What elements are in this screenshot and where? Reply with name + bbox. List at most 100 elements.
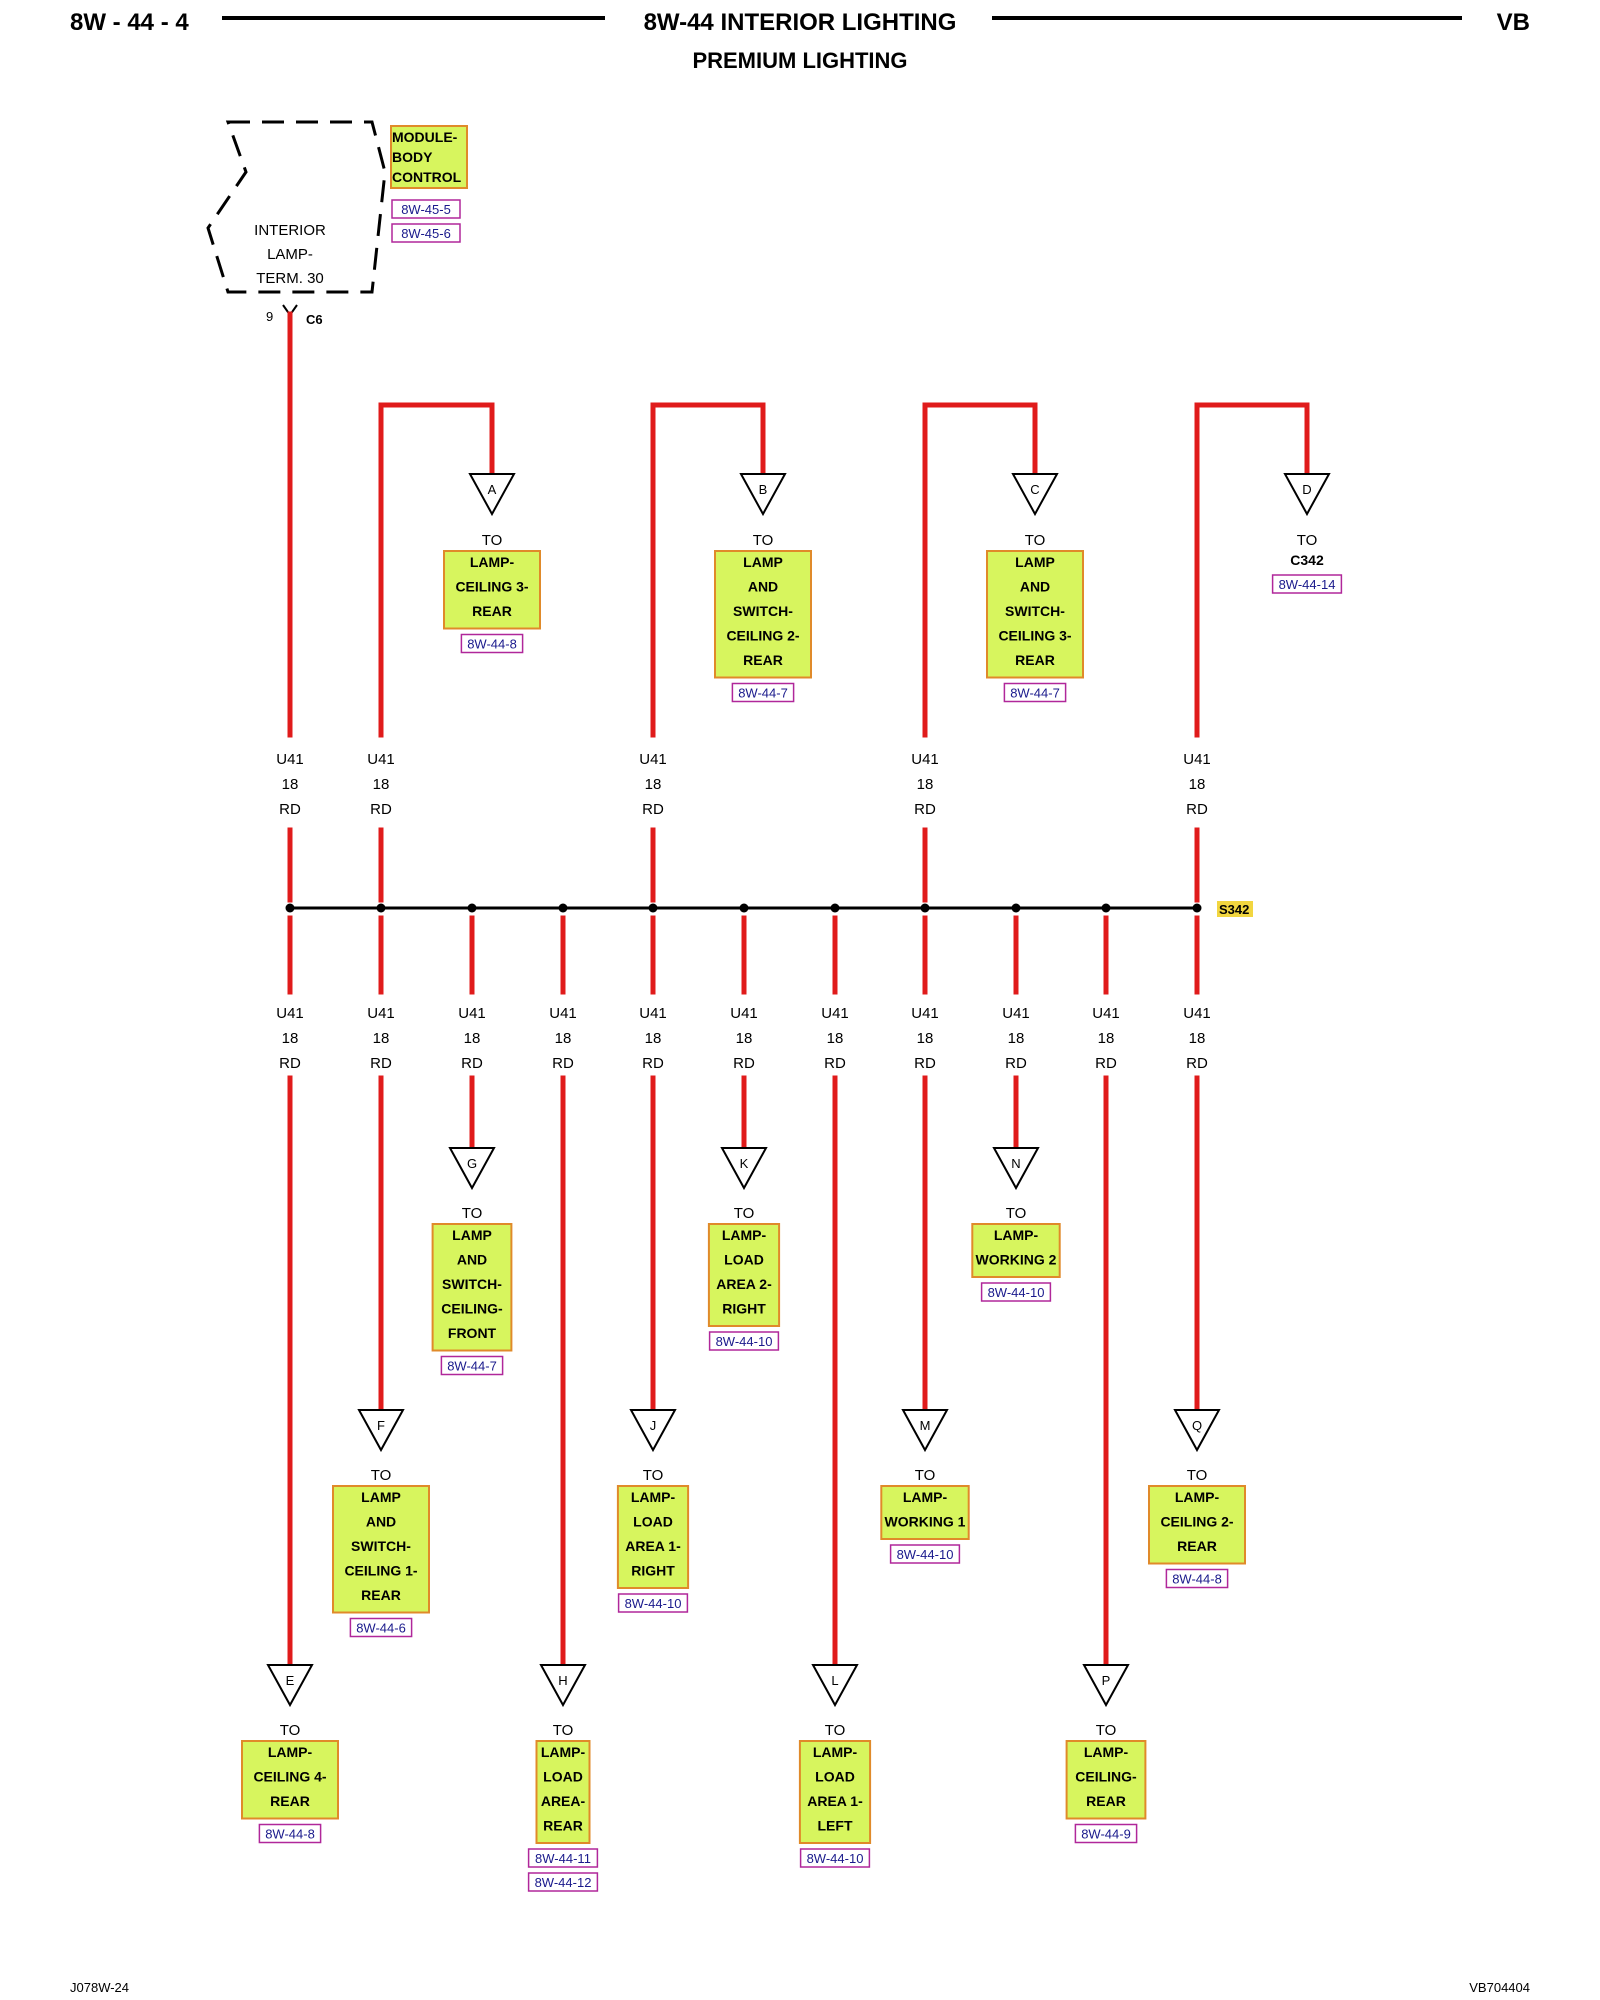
branch-g-dest-line: AND xyxy=(457,1252,487,1268)
branch-e-label-color: RD xyxy=(279,1055,301,1072)
module-name-line-3: CONTROL xyxy=(392,169,462,185)
branch-h-ref-box[interactable] xyxy=(527,1872,599,1892)
branch-g-dest-line: CEILING- xyxy=(441,1301,503,1317)
branch-a-ref-box[interactable] xyxy=(460,633,524,654)
header: 8W - 44 - 4 8W-44 INTERIOR LIGHTING VB P… xyxy=(70,9,1530,73)
branch-m-arrow xyxy=(901,1409,949,1453)
branch-c-label-color: RD xyxy=(914,801,936,818)
branch-f-dest-box xyxy=(332,1485,430,1614)
branch-a-ref[interactable]: 8W-44-8 xyxy=(467,637,517,652)
branch-p-ref[interactable]: 8W-44-9 xyxy=(1081,1827,1131,1842)
branch-q-label-circuit: U41 xyxy=(1183,1005,1211,1022)
branch-h-ref[interactable]: 8W-44-12 xyxy=(535,1875,592,1890)
branch-d-ref-box[interactable] xyxy=(1271,574,1343,594)
branch-g-ref-box[interactable] xyxy=(440,1355,504,1376)
branch-d-label-color: RD xyxy=(1186,801,1208,818)
branch-n-dest-line: LAMP- xyxy=(994,1227,1039,1243)
branch-j-label-color: RD xyxy=(642,1055,664,1072)
branch-p-ref-box[interactable] xyxy=(1074,1823,1138,1844)
branch-f-dest-line: REAR xyxy=(361,1587,401,1603)
branch-n-to: TO xyxy=(1006,1205,1027,1222)
branch-f-dest-line: LAMP xyxy=(361,1489,401,1505)
branch-c-to: TO xyxy=(1025,532,1046,549)
branch-n-letter: N xyxy=(1011,1156,1020,1171)
branch-n-label-color: RD xyxy=(1005,1055,1027,1072)
branch-f-ref[interactable]: 8W-44-6 xyxy=(356,1621,406,1636)
branch-b-dest-line: REAR xyxy=(743,652,783,668)
branch-m-ref[interactable]: 8W-44-10 xyxy=(897,1547,954,1562)
branch-j-dest-line: LAMP- xyxy=(631,1489,676,1505)
branch-b-to: TO xyxy=(753,532,774,549)
branch-j-ref-box[interactable] xyxy=(617,1593,689,1613)
branch-l-ref[interactable]: 8W-44-10 xyxy=(807,1851,864,1866)
branch-d-ref[interactable]: 8W-44-14 xyxy=(1279,577,1336,592)
branch-a-arrow xyxy=(468,473,516,517)
branch-l-label-gauge: 18 xyxy=(827,1030,844,1047)
branch-b-arrow xyxy=(739,473,787,517)
main-feed-label-color: RD xyxy=(279,801,301,818)
main-feed-label-gauge: 18 xyxy=(282,776,299,793)
branch-f-label-gauge: 18 xyxy=(373,1030,390,1047)
branch-h-dest-box xyxy=(535,1740,591,1844)
module-ref-1[interactable]: 8W-45-5 xyxy=(401,202,451,217)
branch-c-ref-box[interactable] xyxy=(1003,682,1067,703)
branch-k-dest-line: AREA 2- xyxy=(716,1276,772,1292)
splice-node xyxy=(376,903,386,913)
branch-e-arrow xyxy=(266,1664,314,1708)
branch-e-ref-box[interactable] xyxy=(258,1823,322,1844)
branch-b-ref[interactable]: 8W-44-7 xyxy=(738,686,788,701)
branch-q-ref-box[interactable] xyxy=(1165,1568,1229,1589)
branch-n-ref-box[interactable] xyxy=(980,1282,1052,1302)
module-dashed-outline xyxy=(206,120,387,294)
connector-id: C6 xyxy=(306,312,323,327)
branch-b-ref-box[interactable] xyxy=(731,682,795,703)
branch-c-dest-line: SWITCH- xyxy=(1005,603,1065,619)
branch-h-dest-line: LAMP- xyxy=(541,1744,586,1760)
branch-h-ref-box[interactable] xyxy=(527,1848,599,1868)
branch-m-ref-box[interactable] xyxy=(889,1544,961,1564)
branch-c-wire xyxy=(922,402,1038,738)
branch-k-ref-box[interactable] xyxy=(708,1331,780,1351)
vehicle-code: VB xyxy=(1497,9,1530,36)
branch-q-letter: Q xyxy=(1192,1418,1202,1433)
branch-f-dest-line: CEILING 1- xyxy=(344,1563,417,1579)
branch-p-label-gauge: 18 xyxy=(1098,1030,1115,1047)
branch-a-label-circuit: U41 xyxy=(367,751,395,768)
pin-box-line-3: TERM. 30 xyxy=(256,270,324,287)
branch-m-label-circuit: U41 xyxy=(911,1005,939,1022)
branch-h-dest-line: REAR xyxy=(543,1818,583,1834)
module-ref-box-2[interactable] xyxy=(391,223,461,243)
branch-h-ref[interactable]: 8W-44-11 xyxy=(535,1851,591,1866)
branch-k-letter: K xyxy=(740,1156,749,1171)
branch-j-ref[interactable]: 8W-44-10 xyxy=(625,1596,682,1611)
branch-h-letter: H xyxy=(558,1673,567,1688)
branch-g-ref[interactable]: 8W-44-7 xyxy=(447,1359,497,1374)
branch-n-ref[interactable]: 8W-44-10 xyxy=(988,1285,1045,1300)
branch-e-ref[interactable]: 8W-44-8 xyxy=(265,1827,315,1842)
page-subtitle: PREMIUM LIGHTING xyxy=(692,48,907,73)
splice-node xyxy=(830,903,840,913)
branch-d-label-circuit: U41 xyxy=(1183,751,1211,768)
branch-c-ref[interactable]: 8W-44-7 xyxy=(1010,686,1060,701)
branch-g-to: TO xyxy=(462,1205,483,1222)
branch-g-dest-box xyxy=(431,1223,513,1352)
module-ref-2[interactable]: 8W-45-6 xyxy=(401,226,451,241)
module-ref-box-1[interactable] xyxy=(391,199,461,219)
branch-k-ref[interactable]: 8W-44-10 xyxy=(716,1334,773,1349)
branch-q-ref[interactable]: 8W-44-8 xyxy=(1172,1572,1222,1587)
branch-p-label-color: RD xyxy=(1095,1055,1117,1072)
pin-box-line-1: INTERIOR xyxy=(254,222,326,239)
branch-f-ref-box[interactable] xyxy=(349,1617,413,1638)
branch-q-to: TO xyxy=(1187,1467,1208,1484)
branch-k-dest-box xyxy=(707,1223,781,1327)
branch-k-dest-line: LAMP- xyxy=(722,1227,767,1243)
branch-m-dest-box xyxy=(880,1485,970,1540)
branch-g: U4118RDGTOLAMPANDSWITCH-CEILING-FRONT8W-… xyxy=(431,915,513,1376)
branch-b-label-color: RD xyxy=(642,801,664,818)
branch-a-dest-box xyxy=(443,550,541,630)
branch-l-ref-box[interactable] xyxy=(799,1848,871,1868)
branch-c-dest-line: AND xyxy=(1020,579,1050,595)
